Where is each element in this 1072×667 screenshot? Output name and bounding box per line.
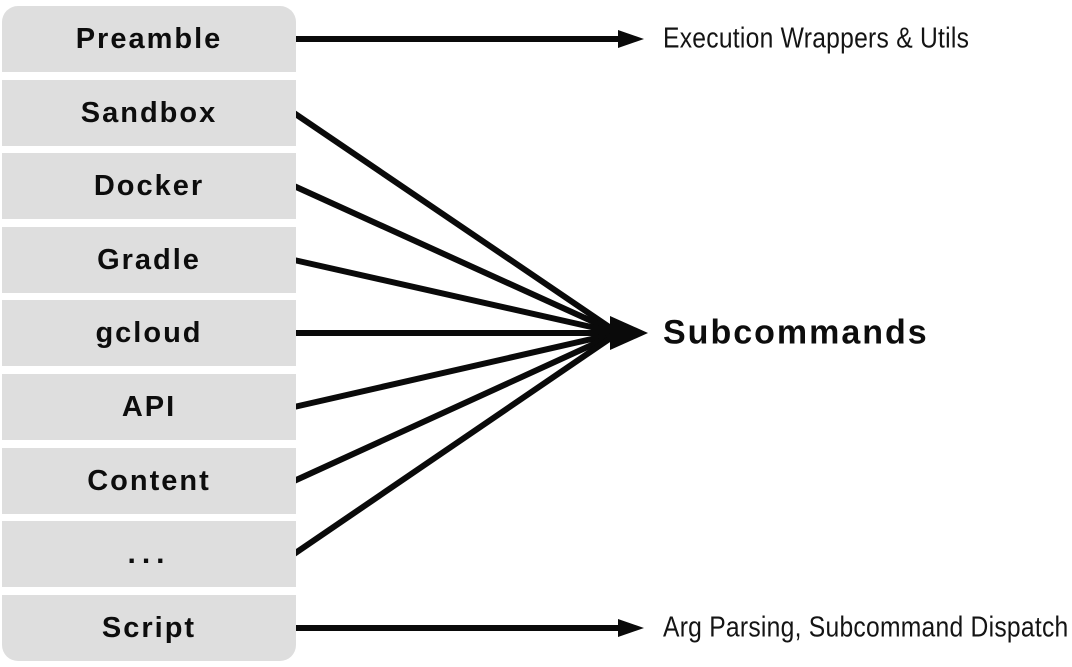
label-execution-wrappers: Execution Wrappers & Utils	[663, 23, 1023, 56]
fan-line-gradle	[293, 257, 619, 336]
fan-line-sandbox	[292, 110, 620, 336]
fan-line-ellipsis	[292, 330, 620, 557]
label-execution-wrappers-text: Execution Wrappers & Utils	[663, 22, 970, 55]
fan-line-docker	[292, 183, 620, 336]
arrowhead-dispatch	[618, 619, 644, 637]
box-gcloud-label: gcloud	[95, 316, 203, 349]
arrowhead-wrappers	[618, 30, 644, 48]
box-docker-label: Docker	[93, 169, 205, 202]
box-script-label: Script	[101, 611, 197, 644]
fan-line-content	[292, 330, 620, 484]
box-gcloud: gcloud	[2, 300, 296, 366]
box-docker: Docker	[2, 153, 296, 219]
box-ellipsis: ...	[2, 521, 296, 587]
fan-line-api	[293, 330, 619, 410]
box-preamble: Preamble	[2, 6, 296, 72]
label-subcommands-text: Subcommands	[663, 313, 929, 352]
box-api-label: API	[121, 390, 177, 423]
box-sandbox: Sandbox	[2, 80, 296, 146]
box-ellipsis-label: ...	[127, 537, 171, 570]
box-gradle: Gradle	[2, 227, 296, 293]
label-arg-parsing-dispatch: Arg Parsing, Subcommand Dispatch	[663, 612, 1072, 645]
box-gradle-label: Gradle	[97, 243, 201, 276]
box-preamble-label: Preamble	[75, 22, 223, 55]
box-api: API	[2, 374, 296, 440]
box-sandbox-label: Sandbox	[80, 96, 218, 129]
label-arg-parsing-dispatch-text: Arg Parsing, Subcommand Dispatch	[663, 611, 1069, 644]
label-subcommands: Subcommands	[663, 314, 929, 353]
box-content: Content	[2, 448, 296, 514]
box-script: Script	[2, 595, 296, 661]
box-content-label: Content	[87, 464, 211, 497]
arrowhead-subcommands	[610, 316, 648, 350]
